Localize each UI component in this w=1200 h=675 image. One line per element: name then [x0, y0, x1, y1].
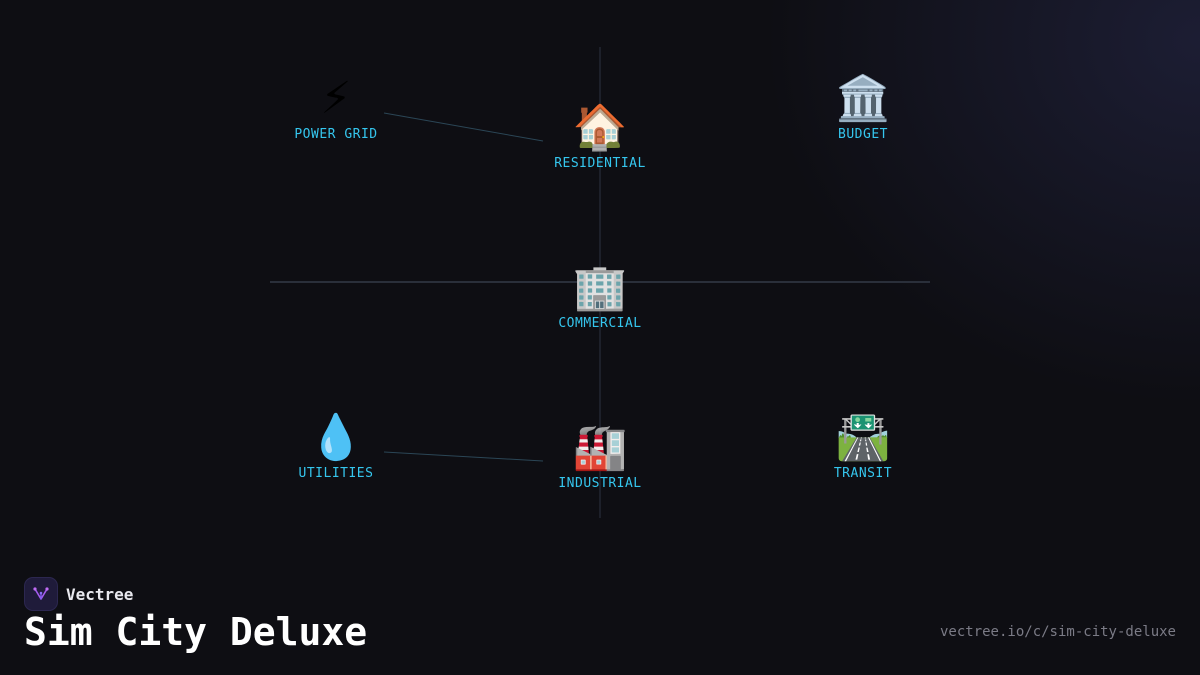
node-label: RESIDENTIAL	[554, 156, 646, 171]
lightning-icon: ⚡	[320, 73, 352, 124]
node-label: UTILITIES	[298, 466, 374, 481]
node-budget[interactable]: 🏛️ BUDGET	[783, 73, 943, 142]
factory-icon: 🏭	[572, 422, 628, 473]
node-label: TRANSIT	[833, 466, 893, 481]
vectree-logo-icon	[24, 577, 58, 611]
page-url[interactable]: vectree.io/c/sim-city-deluxe	[939, 624, 1176, 640]
motorway-icon: 🛣️	[835, 412, 891, 463]
brand-name: Vectree	[66, 584, 134, 604]
node-residential[interactable]: 🏠 RESIDENTIAL	[520, 102, 680, 171]
node-utilities[interactable]: 💧 UTILITIES	[256, 412, 416, 481]
node-industrial[interactable]: 🏭 INDUSTRIAL	[520, 422, 680, 491]
node-label: BUDGET	[838, 127, 888, 142]
node-transit[interactable]: 🛣️ TRANSIT	[783, 412, 943, 481]
node-commercial[interactable]: 🏢 COMMERCIAL	[520, 262, 680, 331]
house-icon: 🏠	[572, 102, 628, 153]
node-label: INDUSTRIAL	[558, 476, 642, 491]
office-building-icon: 🏢	[572, 262, 628, 313]
node-label: COMMERCIAL	[558, 316, 642, 331]
page-title: Sim City Deluxe	[24, 610, 368, 654]
bank-icon: 🏛️	[835, 73, 891, 124]
node-power-grid[interactable]: ⚡ POWER GRID	[256, 73, 416, 142]
edge-power-grid-residential	[383, 112, 544, 142]
water-drop-icon: 💧	[308, 412, 364, 463]
node-label: POWER GRID	[294, 127, 378, 142]
brand[interactable]: Vectree	[24, 577, 133, 611]
edge-utilities-industrial	[383, 451, 544, 462]
